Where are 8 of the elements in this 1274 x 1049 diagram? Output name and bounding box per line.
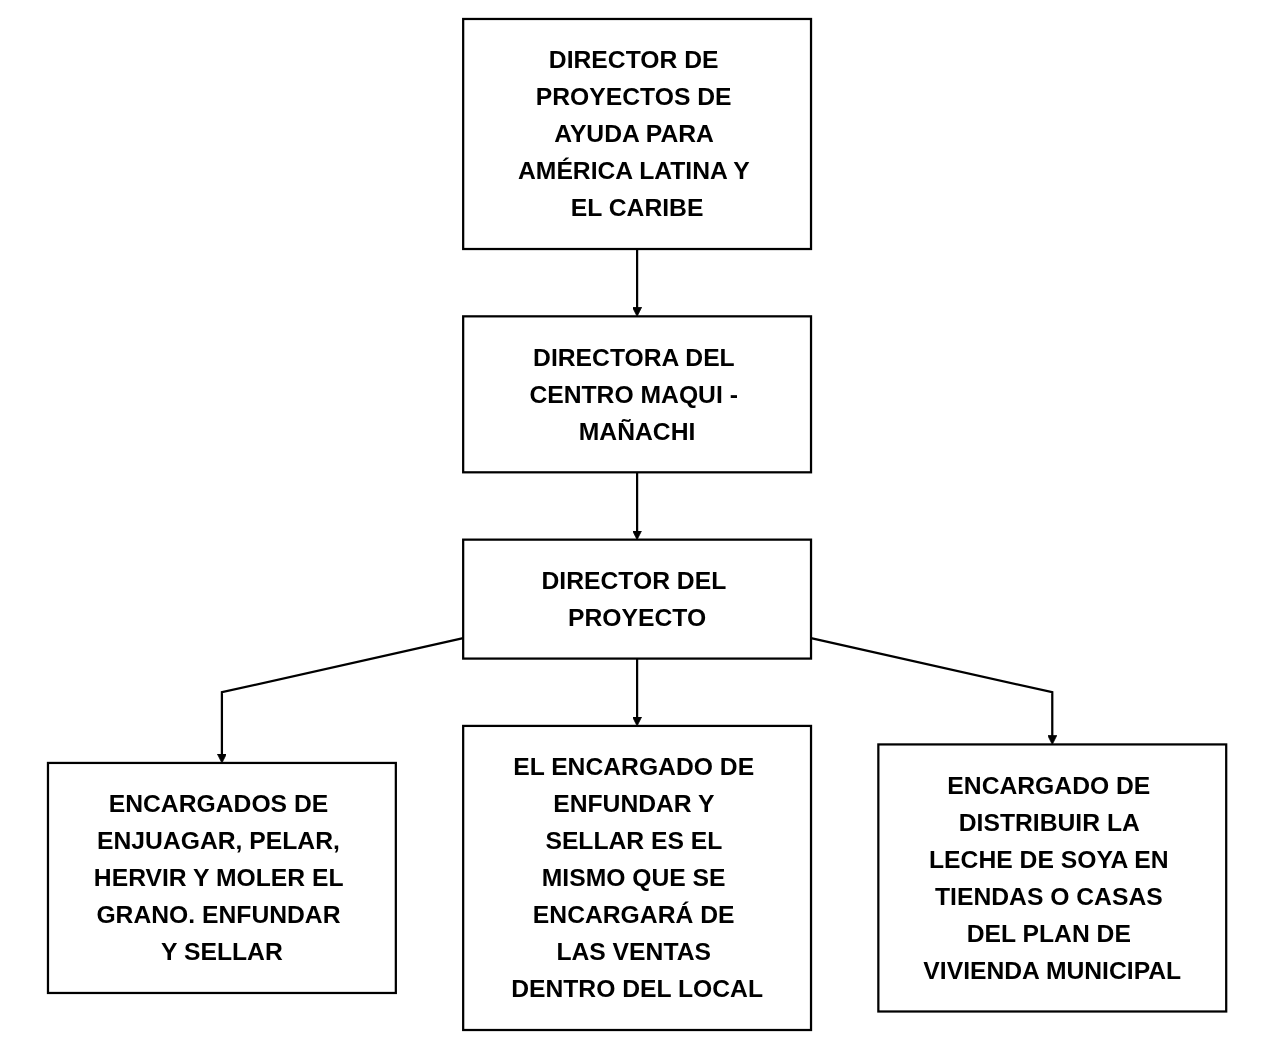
node-box: EL ENCARGADO DE ENFUNDAR Y SELLAR ES EL MISMO QUE SE ENCARGARÁ DE LAS VENTAS DENTRO DEL LOCAL: [461, 724, 813, 1032]
node-box: ENCARGADOS DE ENJUAGAR, PELAR, HERVIR Y MOLER EL GRANO. ENFUNDAR Y SELLAR: [46, 761, 397, 995]
node-box: DIRECTOR DEL PROYECTO: [461, 538, 813, 660]
arrow: [810, 637, 1058, 745]
node-box: DIRECTOR DE PROYECTOS DE AYUDA PARA AMÉRICA LATINA Y EL CARIBE: [461, 17, 813, 251]
node-box: ENCARGADO DE DISTRIBUIR LA LECHE DE SOYA EN TIENDAS O CASAS DEL PLAN DE VIVIENDA MUNICIPAL: [877, 743, 1228, 1013]
arrow: [632, 249, 642, 317]
node-box: DIRECTORA DEL CENTRO MAQUI - MAÑACHI: [461, 315, 813, 474]
